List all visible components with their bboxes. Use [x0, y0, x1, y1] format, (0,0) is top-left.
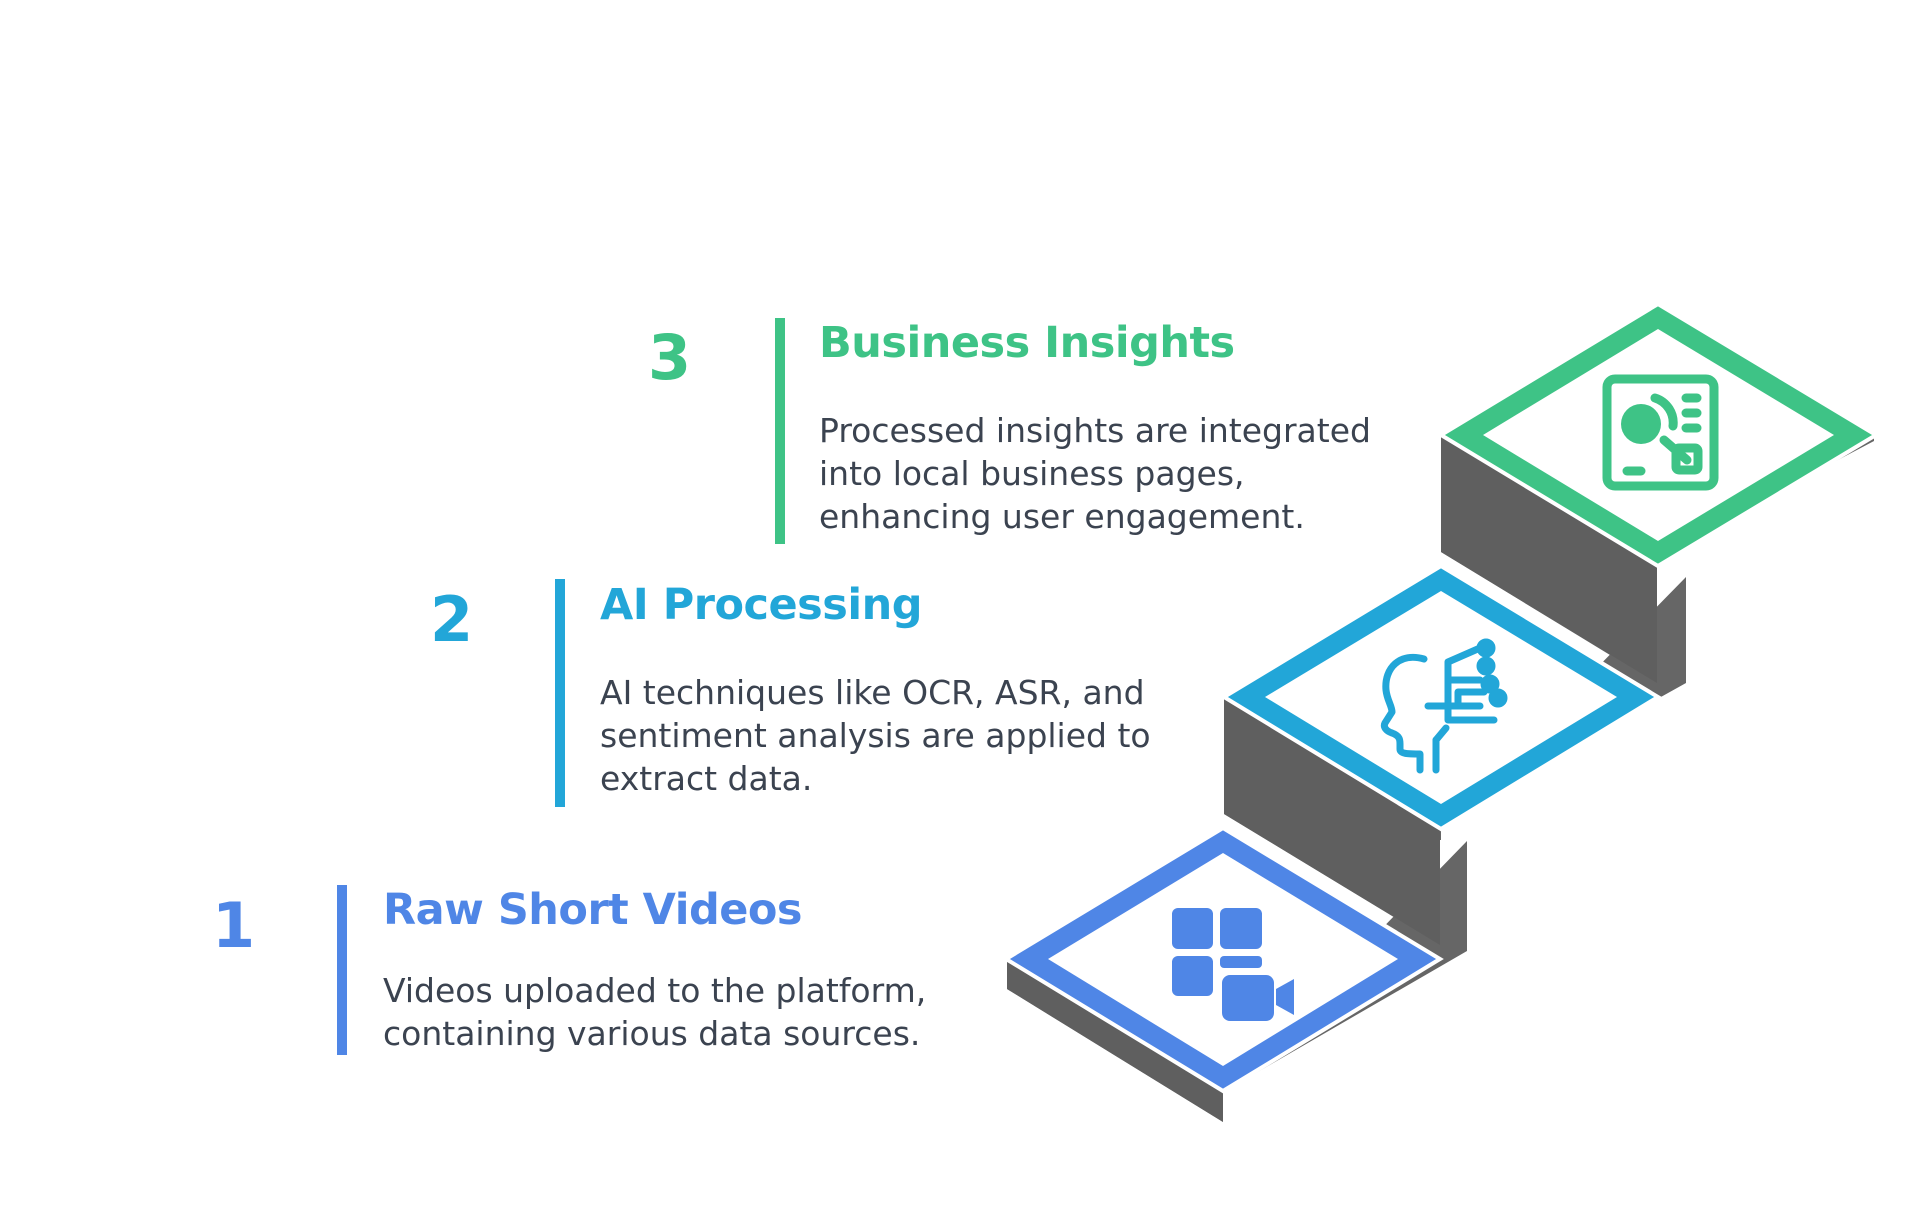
ai-head-circuit-icon — [1380, 638, 1508, 774]
step-3-description-line: Processed insights are integrated — [819, 411, 1371, 450]
step-3-description-line: into local business pages, — [819, 454, 1245, 493]
step-3-side — [1441, 435, 1657, 683]
step-1-title: Raw Short Videos — [383, 885, 803, 935]
step-2-description-line: sentiment analysis are applied to — [600, 716, 1151, 755]
dashboard-insights-icon — [1602, 374, 1719, 491]
step-2-description: AI techniques like OCR, ASR, and sentime… — [600, 671, 1151, 800]
step-2-number: 2 — [430, 583, 474, 656]
video-grid-icon — [1172, 908, 1294, 1021]
step-2-description-line: extract data. — [600, 759, 813, 798]
step-2-side — [1224, 699, 1440, 945]
step-3-number: 3 — [648, 321, 692, 394]
step-2-description-line: AI techniques like OCR, ASR, and — [600, 673, 1145, 712]
step-3-divider — [775, 318, 785, 544]
step-1-description-line: Videos uploaded to the platform, — [383, 971, 927, 1010]
step-3-title: Business Insights — [819, 318, 1235, 368]
step-2-title: AI Processing — [600, 580, 922, 630]
step-1-divider — [337, 885, 347, 1055]
step-1-description: Videos uploaded to the platform, contain… — [383, 969, 926, 1055]
step-3-description: Processed insights are integrated into l… — [819, 409, 1371, 538]
step-2-divider — [555, 579, 565, 807]
step-1-side — [1007, 959, 1223, 1122]
step-1-number: 1 — [212, 889, 256, 962]
step-1-description-line: containing various data sources. — [383, 1014, 921, 1053]
step-3-description-line: enhancing user engagement. — [819, 497, 1305, 536]
